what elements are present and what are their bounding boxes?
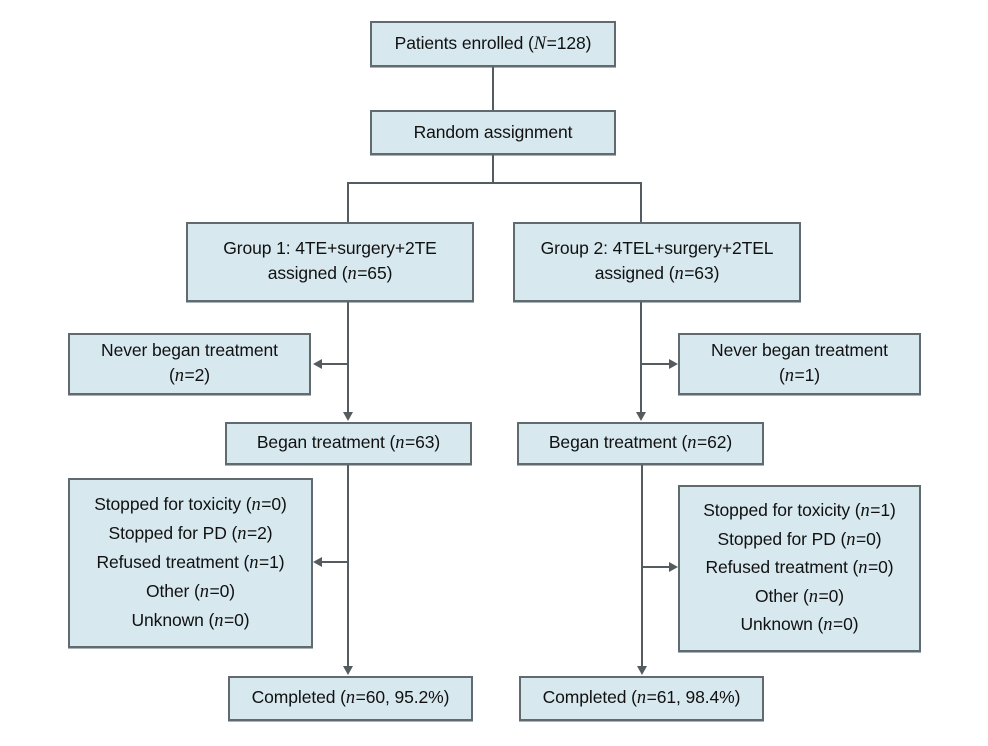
italic-n: n (636, 688, 647, 709)
arrowhead-began-right-to-completed (636, 666, 647, 675)
italic-n: n (823, 615, 833, 636)
italic-n: n (347, 264, 357, 285)
italic-n: n (345, 688, 356, 709)
stopped-right-row-3: Other (n=0) (755, 585, 844, 607)
node-never-right-line-1: Never began treatment (711, 340, 888, 361)
italic-n: n (174, 366, 184, 387)
connector-random-down (492, 155, 494, 183)
connector-group1-to-never-began (322, 363, 348, 365)
italic-n: n (687, 433, 697, 454)
arrowhead-to-stopped-left (313, 556, 322, 567)
connector-group2-to-never-began (642, 363, 669, 365)
italic-n: n (808, 586, 819, 607)
arrowhead-to-never-began-left (313, 358, 322, 369)
italic-n: n (784, 366, 794, 387)
node-patients-enrolled: Patients enrolled (N=128) (370, 21, 616, 67)
stopped-left-row-1: Stopped for PD (n=2) (108, 522, 273, 544)
italic-n: n (846, 529, 856, 550)
italic-n: n (251, 494, 261, 515)
stopped-left-row-2: Refused treatment (n=1) (96, 551, 285, 573)
node-began-treatment-right: Began treatment (n=62) (517, 422, 764, 465)
italic-n: n (237, 523, 247, 544)
stopped-right-row-4: Unknown (n=0) (740, 614, 859, 636)
node-never-left-line-2: (n=2) (169, 365, 210, 387)
node-stopped-reasons-right: Stopped for toxicity (n=1) Stopped for P… (678, 485, 921, 652)
node-never-began-treatment-left: Never began treatment (n=2) (68, 333, 311, 395)
connector-began-left-to-stopped (322, 561, 348, 563)
connector-began-left-to-completed (347, 465, 349, 667)
node-began-treatment-left: Began treatment (n=63) (225, 422, 472, 465)
italic-n: n (395, 433, 405, 454)
node-completed-left: Completed (n=60, 95.2%) (228, 676, 473, 721)
connector-split-to-group-2 (640, 182, 642, 222)
connector-enrolled-to-random (492, 67, 494, 110)
node-patients-enrolled-line: Patients enrolled (N=128) (394, 32, 592, 54)
node-group-1-line-2: assigned (n=65) (267, 263, 393, 285)
node-group-2-line-1: Group 2: 4TEL+surgery+2TEL (540, 238, 774, 259)
node-group-2-line-2: assigned (n=63) (594, 263, 720, 285)
node-never-right-line-2: (n=1) (779, 365, 820, 387)
node-group-1-line-1: Group 1: 4TE+surgery+2TE (223, 238, 437, 259)
arrowhead-began-left-to-completed (342, 666, 353, 675)
arrowhead-to-never-began-right (669, 358, 678, 369)
node-completed-right-line: Completed (n=61, 98.4%) (542, 687, 741, 709)
connector-group2-to-began (640, 302, 642, 413)
arrowhead-group2-to-began (635, 412, 646, 421)
node-stopped-reasons-left: Stopped for toxicity (n=0) Stopped for P… (68, 478, 313, 648)
stopped-left-row-3: Other (n=0) (146, 580, 235, 602)
connector-group1-to-began (347, 302, 349, 413)
node-group-2-assigned: Group 2: 4TEL+surgery+2TEL assigned (n=6… (513, 222, 801, 302)
stopped-left-row-0: Stopped for toxicity (n=0) (94, 493, 287, 515)
arrowhead-to-stopped-right (669, 561, 678, 572)
connector-began-right-to-stopped (643, 566, 669, 568)
node-completed-right: Completed (n=61, 98.4%) (519, 676, 764, 721)
arrowhead-group1-to-began (342, 412, 353, 421)
node-random-assignment: Random assignment (370, 110, 616, 155)
node-began-left-line: Began treatment (n=63) (256, 432, 441, 454)
node-began-right-line: Began treatment (n=62) (548, 432, 733, 454)
node-random-assignment-line: Random assignment (413, 122, 573, 143)
node-group-1-assigned: Group 1: 4TE+surgery+2TE assigned (n=65) (186, 222, 474, 302)
node-completed-left-line: Completed (n=60, 95.2%) (251, 687, 450, 709)
connector-began-right-to-completed (641, 465, 643, 667)
italic-n: n (858, 558, 868, 579)
stopped-left-row-4: Unknown (n=0) (131, 609, 250, 631)
italic-n: n (199, 581, 210, 602)
node-never-began-treatment-right: Never began treatment (n=1) (678, 333, 921, 395)
italic-n: n (860, 501, 870, 522)
node-never-left-line-1: Never began treatment (101, 340, 278, 361)
stopped-right-row-0: Stopped for toxicity (n=1) (703, 500, 896, 522)
connector-split-bus (347, 182, 642, 184)
italic-n: n (674, 264, 684, 285)
italic-n: n (214, 610, 224, 631)
italic-N: N (533, 33, 547, 54)
stopped-right-row-1: Stopped for PD (n=0) (717, 528, 882, 550)
stopped-right-row-2: Refused treatment (n=0) (705, 557, 894, 579)
italic-n: n (249, 552, 259, 573)
connector-split-to-group-1 (347, 182, 349, 222)
